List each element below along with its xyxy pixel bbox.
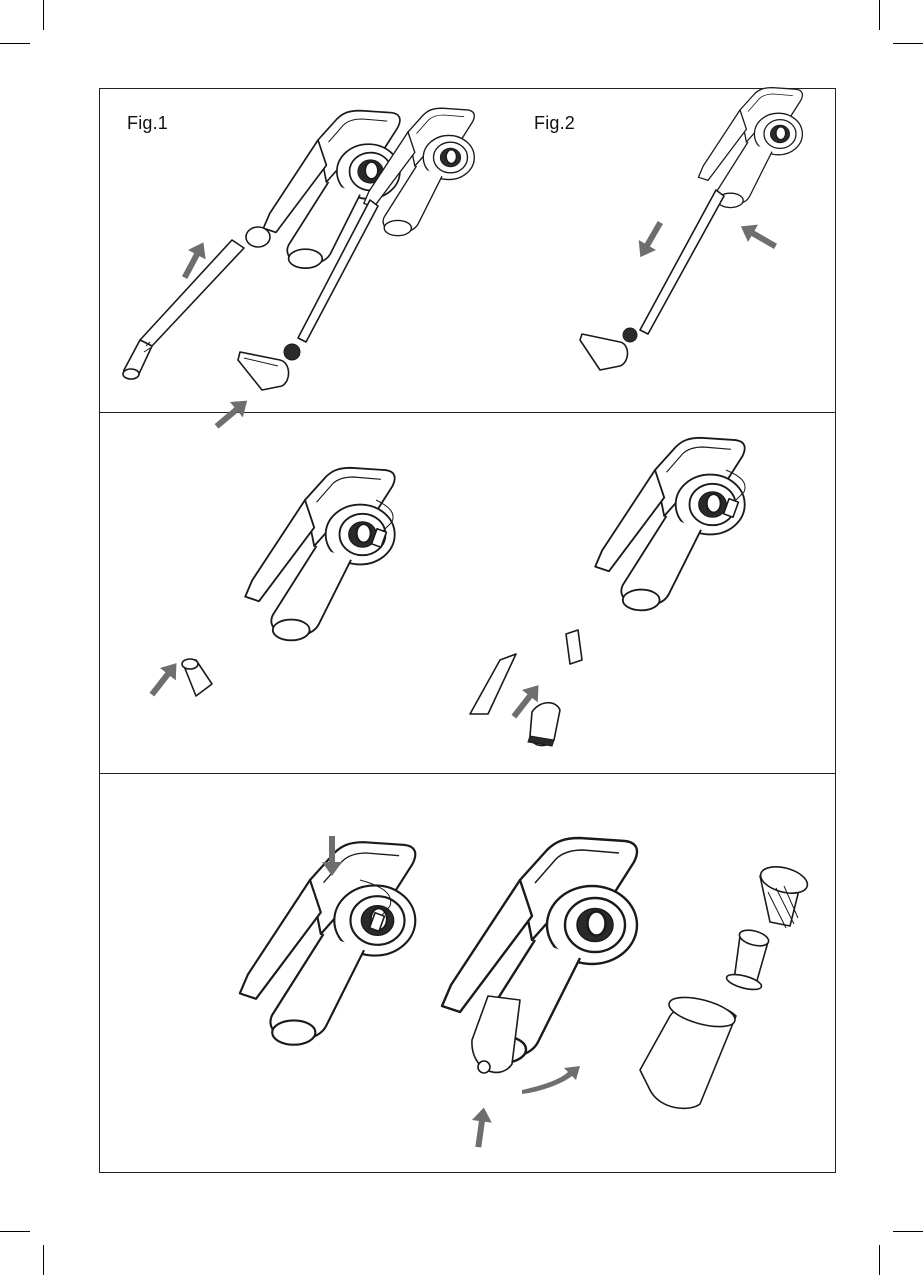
arrow-attach — [210, 393, 253, 434]
filter-parts-exploded — [640, 862, 810, 1108]
arrow-rotate — [522, 1066, 580, 1094]
fig1-vacuum-with-tube — [123, 111, 400, 379]
arrow-press — [736, 218, 781, 255]
handheld-with-crevice-adapter — [182, 468, 395, 696]
handheld-open-dust-cup — [442, 838, 637, 1073]
fig2-vacuum-assembly — [580, 88, 802, 370]
handheld-press-release — [240, 842, 415, 1044]
arrow-insert — [144, 657, 184, 701]
arrow-down — [632, 217, 669, 262]
handheld-with-accessories — [470, 438, 745, 746]
arrow-release — [468, 1106, 493, 1148]
